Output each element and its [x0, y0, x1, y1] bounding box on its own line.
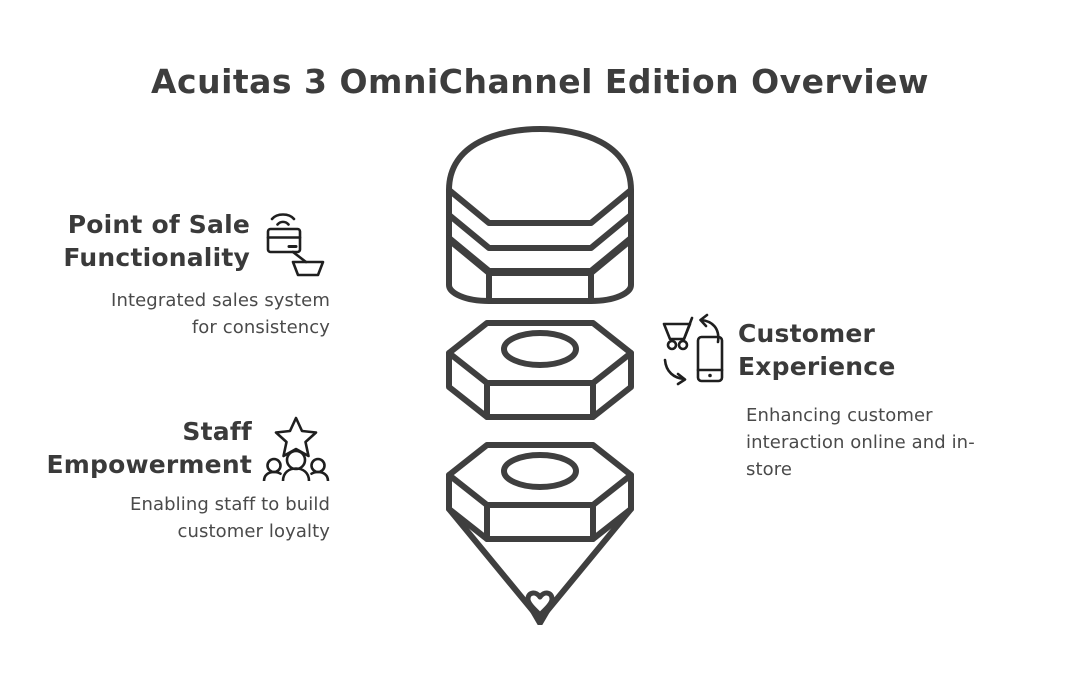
feature-block-staff-empowerment: Staff Empowerment — [30, 415, 330, 545]
feature-block-customer-experience: Customer Experience Enhancing customer i… — [662, 312, 1032, 483]
exploded-bolt-diagram — [425, 125, 655, 625]
feature-body-line1: Enhancing customer — [746, 405, 933, 426]
feature-body-line3: store — [746, 459, 793, 480]
feature-body-line1: Integrated sales system — [111, 290, 330, 311]
feature-heading-line2: Experience — [738, 352, 896, 381]
feature-body-staff-empowerment: Enabling staff to build customer loyalty — [30, 491, 330, 545]
feature-heading-row-customer-experience: Customer Experience — [662, 312, 1032, 388]
feature-body-line2: customer loyalty — [177, 521, 330, 542]
page-title: Acuitas 3 OmniChannel Edition Overview — [150, 62, 930, 101]
part-hex-nut-conical-tip — [446, 442, 634, 625]
feature-body-point-of-sale: Integrated sales system for consistency — [30, 287, 330, 341]
feature-heading-line1: Staff — [182, 417, 252, 446]
feature-heading-row-staff-empowerment: Staff Empowerment — [30, 415, 330, 483]
star-people-icon — [262, 415, 330, 483]
feature-block-point-of-sale: Point of Sale Functionality — [30, 205, 330, 341]
feature-heading-point-of-sale: Point of Sale Functionality — [63, 208, 250, 274]
feature-body-line2: for consistency — [191, 317, 330, 338]
feature-body-customer-experience: Enhancing customer interaction online an… — [746, 402, 1026, 483]
feature-heading-staff-empowerment: Staff Empowerment — [46, 415, 252, 481]
contactless-card-basket-icon — [260, 205, 330, 277]
cart-phone-cycle-icon — [662, 312, 728, 388]
feature-heading-customer-experience: Customer Experience — [738, 317, 938, 383]
feature-heading-line2: Empowerment — [46, 450, 252, 479]
feature-heading-line1: Point of Sale — [67, 210, 250, 239]
feature-heading-line2: Functionality — [63, 243, 250, 272]
part-hex-nut-middle — [446, 320, 634, 420]
part-domed-hex-cap — [446, 126, 634, 304]
feature-heading-row-point-of-sale: Point of Sale Functionality — [30, 205, 330, 277]
feature-body-line1: Enabling staff to build — [129, 494, 330, 515]
feature-heading-line1: Customer — [738, 319, 876, 348]
feature-body-line2: interaction online and in- — [746, 432, 975, 453]
